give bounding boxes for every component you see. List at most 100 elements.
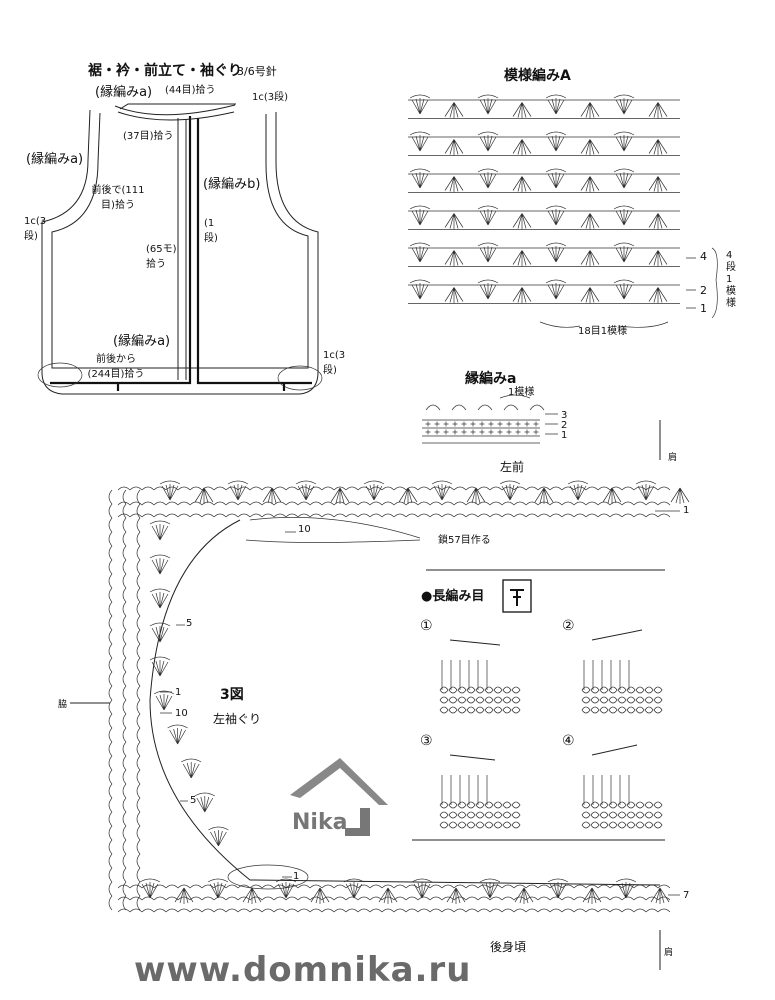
fig3-bottom-chain xyxy=(537,884,551,913)
treble-step-loop xyxy=(502,811,512,819)
treble-step-loop xyxy=(608,811,618,819)
pattern-repeat-stitches: 18目1模様 xyxy=(578,326,628,337)
fig3-bottom-chain xyxy=(285,884,299,913)
fig3-left-chain xyxy=(108,853,141,869)
fig3-top-chain xyxy=(513,486,527,518)
fig3-bottom-chain xyxy=(573,884,587,913)
treble-step-loop xyxy=(599,696,609,704)
fig3-bottom-chain xyxy=(153,884,167,913)
fig3-bottom-chain xyxy=(405,884,419,913)
pattern-stitch-fan xyxy=(512,213,532,230)
border-a-repeat: 1模様 xyxy=(508,387,535,398)
treble-step-loop xyxy=(475,696,485,704)
treble-step-loop xyxy=(608,696,618,704)
treble-step-3: ③ xyxy=(420,733,433,749)
fig3-bottom-chain xyxy=(609,884,623,913)
logo-text: Nika xyxy=(292,810,348,835)
treble-step-loop xyxy=(653,686,663,694)
fig3-bottom-chain xyxy=(249,884,263,913)
needle-size: 3/6号針 xyxy=(237,65,277,78)
fig3-left-chain xyxy=(108,531,141,547)
border-a-top-label: (縁編みa) xyxy=(95,85,153,100)
treble-step-loop xyxy=(439,696,449,704)
fig3-curve-fan xyxy=(149,554,171,575)
fig3-top-chain xyxy=(525,486,539,518)
fig3-top-chain xyxy=(189,486,203,518)
pick-65-label: (65モ)拾う xyxy=(146,244,177,270)
pattern-stitch-fan xyxy=(648,287,668,304)
fig3-top-chain xyxy=(549,486,563,518)
fig3-top-chain xyxy=(129,486,143,518)
fig3-top-chain xyxy=(429,486,443,518)
fig3-bottom-chain xyxy=(165,884,179,913)
fig3-top-chain xyxy=(657,486,671,518)
treble-step-loop xyxy=(502,801,512,809)
fig3-top-chain xyxy=(237,486,251,518)
treble-step-loop xyxy=(457,696,467,704)
treble-step-loop xyxy=(466,821,476,829)
border-a-caption: 左前 xyxy=(500,460,525,474)
fig3-bottom-fan xyxy=(174,887,194,905)
fig3-top-fan xyxy=(567,480,589,501)
pattern-stitch-fan xyxy=(409,279,431,300)
treble-step-loop xyxy=(484,686,494,694)
fig3-top-fan xyxy=(363,480,385,501)
treble-step-loop xyxy=(617,686,627,694)
pattern-stitch-fan xyxy=(545,94,567,115)
fig3-top-chain xyxy=(321,486,335,518)
fig3-bottom-fan xyxy=(650,887,670,905)
pattern-a-chart xyxy=(408,94,718,328)
fig3-row-1-top: 1 xyxy=(683,505,690,516)
border-plus-stitch xyxy=(452,421,458,435)
fig3-bottom-chain xyxy=(597,884,611,913)
treble-step-1: ① xyxy=(420,618,433,634)
fig3-left-chain xyxy=(108,783,141,799)
treble-step-loop xyxy=(599,706,609,714)
treble-step-4: ④ xyxy=(562,733,575,749)
border-plus-stitch xyxy=(479,421,485,435)
treble-step-loop xyxy=(439,801,449,809)
treble-step-hook xyxy=(449,639,501,646)
treble-step-loop xyxy=(511,686,521,694)
treble-step-loop xyxy=(581,811,591,819)
fig3-top-fan xyxy=(227,480,249,501)
treble-step-2: ② xyxy=(562,618,575,634)
treble-step-loop xyxy=(617,706,627,714)
fig3-top-fan xyxy=(194,487,214,505)
treble-step-loop xyxy=(484,706,494,714)
figure3-caption: 左袖ぐり xyxy=(213,712,262,726)
treble-step-loop xyxy=(466,811,476,819)
pattern-stitch-fan xyxy=(613,131,635,152)
fig3-left-chain xyxy=(108,727,141,743)
pattern-repeat-rows: 4段1模様 xyxy=(726,250,736,309)
fig3-bottom-chain xyxy=(237,884,251,913)
fig3-left-chain xyxy=(108,573,141,589)
treble-step-hook xyxy=(591,744,638,756)
treble-step-loop xyxy=(608,801,618,809)
treble-steps xyxy=(439,629,663,829)
fig3-bottom-chain xyxy=(273,884,287,913)
treble-step-loop xyxy=(484,801,494,809)
fig3-bottom-chain xyxy=(477,884,491,913)
pattern-stitch-fan xyxy=(444,250,464,267)
border-plus-stitch xyxy=(524,421,530,435)
pattern-stitch-fan xyxy=(444,213,464,230)
fig3-top-chain xyxy=(489,486,503,518)
pattern-stitch-fan xyxy=(545,168,567,189)
fig3-bottom-fan xyxy=(207,878,229,899)
fig3-bottom-fan xyxy=(310,887,330,905)
treble-step-loop xyxy=(635,706,645,714)
treble-step-loop xyxy=(599,821,609,829)
border-plus-stitch xyxy=(425,421,431,435)
fig3-top-chain xyxy=(177,486,191,518)
fig3-row-1-mid: 1 xyxy=(175,687,182,698)
border-plus-stitch xyxy=(515,421,521,435)
treble-step-loop xyxy=(617,801,627,809)
fig3-top-chain xyxy=(357,486,371,518)
pattern-row-arrows xyxy=(686,257,696,309)
fig3-top-chain xyxy=(441,486,455,518)
fig3-row-1-bottom: 1 xyxy=(293,871,300,882)
fig3-top-chain xyxy=(249,486,263,518)
treble-step-loop xyxy=(448,686,458,694)
treble-step-loop xyxy=(635,821,645,829)
